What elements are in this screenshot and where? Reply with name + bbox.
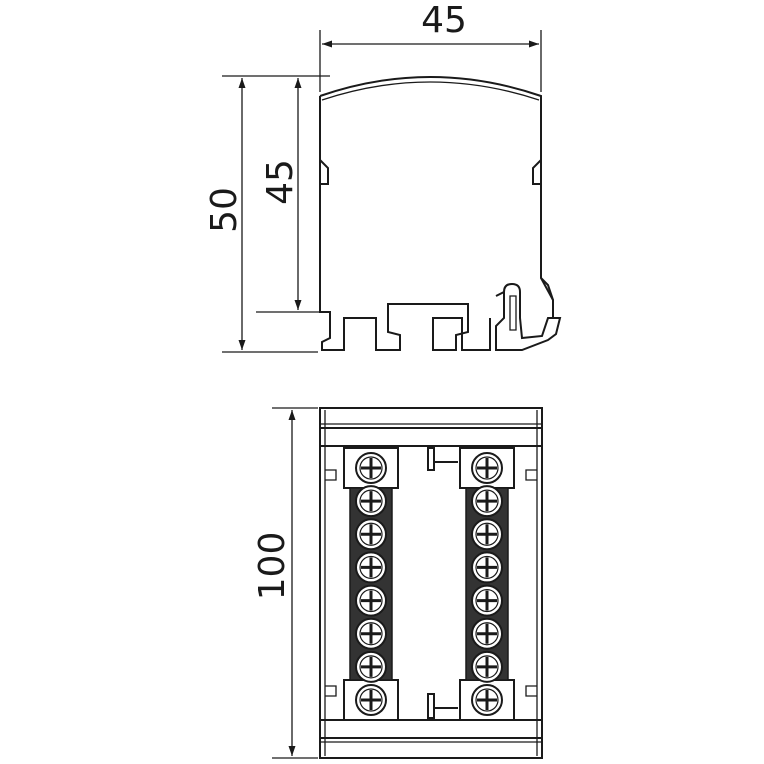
- dim-45-top-label: 45: [421, 0, 467, 41]
- screw-head-icon: [471, 551, 503, 584]
- dim-45-side-label: 45: [260, 159, 301, 205]
- terminal-column-left: [343, 447, 399, 721]
- side-view-din-clip: [495, 282, 562, 351]
- screw-head-icon: [471, 617, 503, 650]
- side-view-right-latch: [532, 159, 542, 185]
- screw-head-icon: [471, 584, 503, 617]
- screw-head-icon: [355, 684, 387, 716]
- side-view-left-latch: [319, 159, 329, 185]
- terminal-column-right: [459, 447, 515, 721]
- top-view-left-tab-top: [325, 469, 337, 481]
- side-view-clip-slot: [509, 295, 517, 331]
- dim-100-label: 100: [252, 532, 293, 601]
- side-view-housing: [319, 76, 554, 351]
- screw-head-icon: [471, 452, 503, 484]
- screw-head-icon: [355, 584, 387, 617]
- screw-head-icon: [355, 551, 387, 584]
- screw-head-icon: [355, 518, 387, 551]
- screw-head-icon: [355, 617, 387, 650]
- top-view-right-tab-bottom: [525, 685, 537, 697]
- screw-head-icon: [355, 485, 387, 518]
- side-view-top-edge: [321, 81, 540, 101]
- screw-head-icon: [471, 684, 503, 716]
- top-view-separator-top: [427, 447, 458, 471]
- top-view-separator-bottom: [427, 693, 458, 719]
- screw-head-icon: [355, 650, 387, 683]
- top-view-right-tab-top: [525, 469, 537, 481]
- top-view-bottom-cap: [319, 719, 543, 739]
- side-view-spring: [540, 277, 554, 301]
- screw-head-icon: [355, 452, 387, 484]
- screw-head-icon: [471, 485, 503, 518]
- top-view-top-cap: [319, 427, 543, 447]
- top-view: 100: [252, 407, 543, 759]
- side-view: 45 50 45: [204, 0, 562, 353]
- top-view-left-tab-bottom: [325, 685, 337, 697]
- screw-head-icon: [471, 518, 503, 551]
- screw-head-icon: [471, 650, 503, 683]
- dim-50-label: 50: [204, 187, 245, 233]
